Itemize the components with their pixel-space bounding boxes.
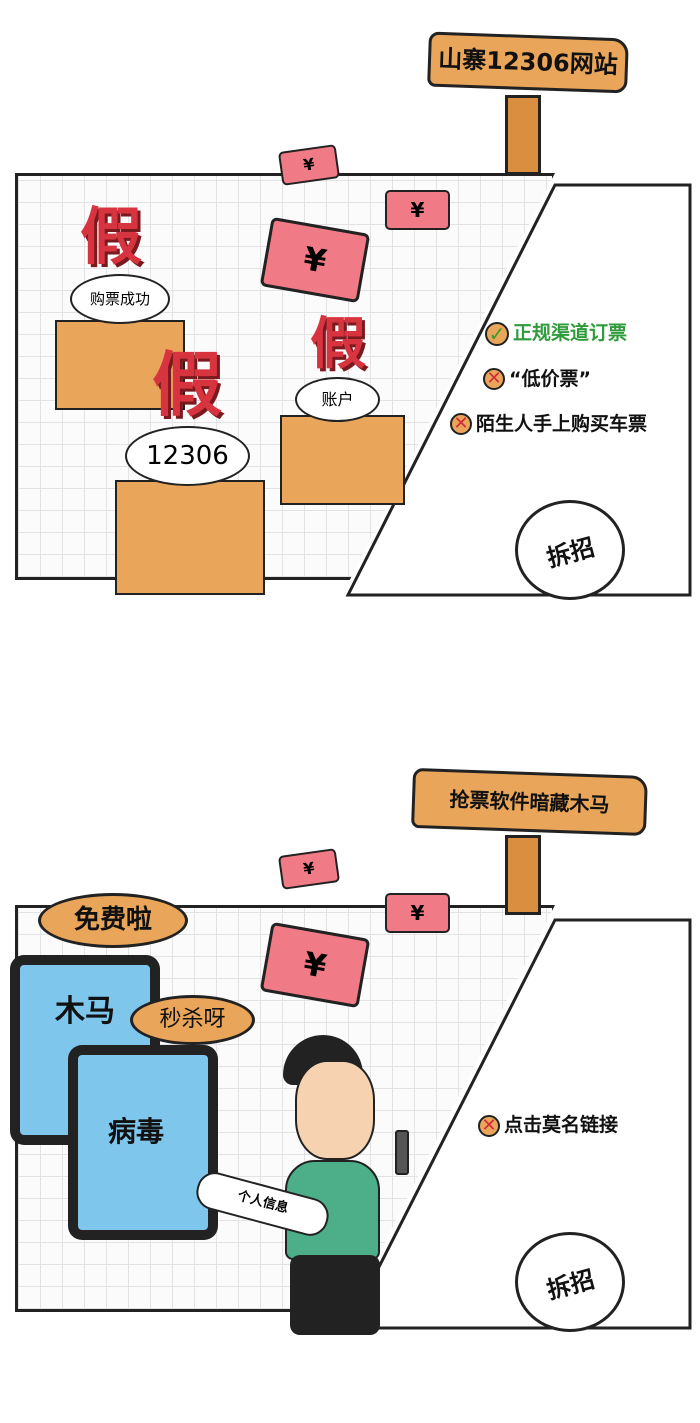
right-frame-outline (345, 183, 692, 597)
phone-label: 木马 (55, 994, 115, 1029)
fake-stamp: 假 (310, 311, 366, 377)
tip-stranger: ✕陌生人手上购买车票 (450, 409, 660, 439)
box-label: 账户 (295, 377, 380, 422)
box-label: 购票成功 (70, 274, 170, 324)
person (275, 1035, 415, 1335)
phone-label: 病毒 (108, 1115, 165, 1148)
phone-virus: 病毒 (68, 1045, 218, 1240)
flying-money-small: ¥ (277, 848, 341, 890)
tip-text: “低价票” (509, 367, 591, 390)
tip-list: ✓正规渠道订票 ✕“低价票” ✕陌生人手上购买车票 (450, 318, 685, 439)
fake-stamp: 假 (152, 343, 222, 426)
cross-icon: ✕ (450, 413, 472, 435)
box-body (115, 480, 265, 595)
pants (290, 1255, 380, 1335)
speech-free: 免费啦 (38, 893, 188, 948)
tip-text: 点击莫名链接 (504, 1114, 619, 1136)
sign-fake-12306: 山寨12306网站 (427, 31, 629, 94)
box-account: 账户 假 (265, 316, 415, 505)
box-12306: 12306 假 (90, 350, 290, 600)
tip-low-price: ✕“低价票” (483, 364, 685, 391)
sign-post (505, 835, 541, 915)
burst-text: 拆招 (543, 1264, 598, 1305)
flying-money-medium: ¥ (385, 190, 450, 230)
burst-solution: 拆招 (515, 1232, 625, 1332)
phone-in-hand (395, 1130, 409, 1175)
tip-click-link: ✕点击莫名链接 (478, 1110, 618, 1137)
box-purchase-success: 购票成功 假 (40, 206, 200, 410)
box-label: 12306 (125, 426, 250, 486)
face (295, 1060, 375, 1160)
cross-icon: ✕ (483, 368, 505, 390)
flying-money-medium: ¥ (385, 893, 450, 933)
tip-text: 陌生人手上购买车票 (476, 412, 648, 435)
right-frame-outline (345, 918, 692, 1330)
sign-post (505, 95, 541, 175)
speech-flash-sale: 秒杀呀 (130, 995, 255, 1045)
burst-solution: 拆招 (515, 500, 625, 600)
sign-trojan: 抢票软件暗藏木马 (411, 767, 648, 837)
cross-icon: ✕ (478, 1114, 500, 1137)
check-icon: ✓ (485, 321, 509, 346)
burst-text: 拆招 (543, 532, 598, 573)
fake-stamp: 假 (80, 200, 143, 273)
tip-official-channel: ✓正规渠道订票 (485, 318, 685, 346)
tip-text: 正规渠道订票 (513, 322, 628, 344)
box-body (280, 415, 405, 505)
